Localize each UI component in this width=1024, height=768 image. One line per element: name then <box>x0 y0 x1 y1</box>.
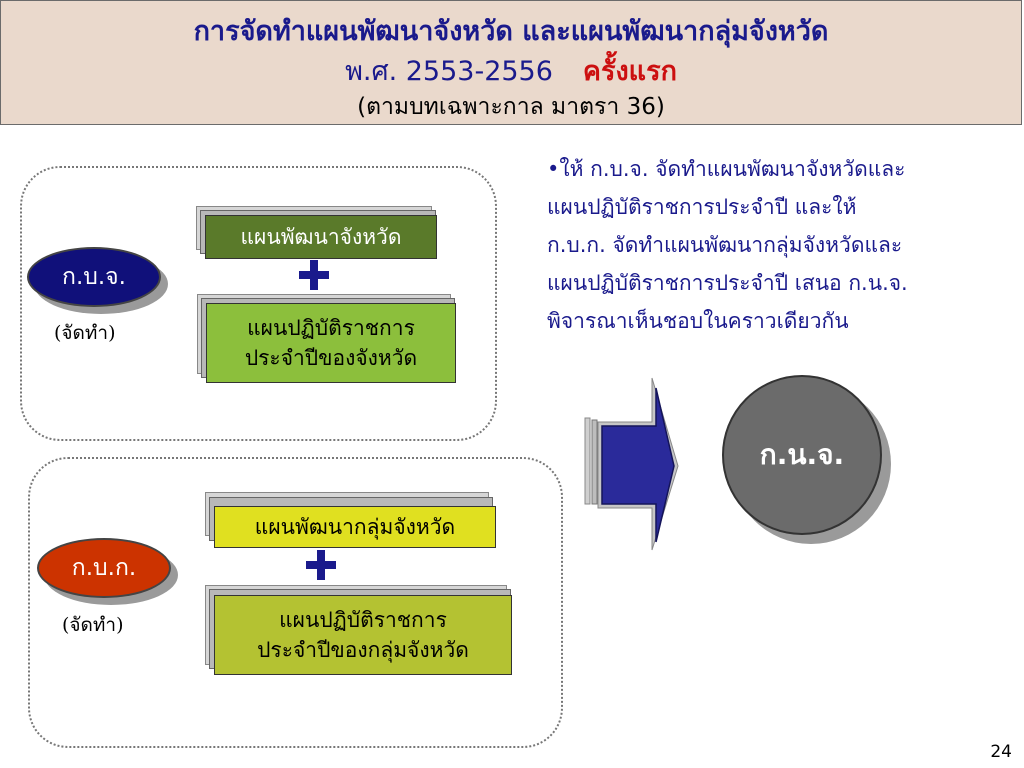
slide-header: การจัดทำแผนพัฒนาจังหวัด และแผนพัฒนากลุ่ม… <box>0 0 1022 125</box>
province-plan-group <box>20 166 497 441</box>
legal-reference: (ตามบทเฉพาะกาล มาตรา 36) <box>357 94 665 120</box>
bullet-line: •ให้ ก.บ.จ. จัดทำแผนพัฒนาจังหวัดและ <box>547 157 906 181</box>
province-role-label: (จัดทำ) <box>54 322 116 344</box>
province-plan1-box: แผนพัฒนาจังหวัด <box>205 215 437 259</box>
cluster-plan1-box: แผนพัฒนากลุ่มจังหวัด <box>214 506 496 548</box>
page-number: 24 <box>990 742 1012 762</box>
year-range: พ.ศ. 2553-2556 <box>345 56 553 87</box>
cluster-role-label: (จัดทำ) <box>62 614 124 636</box>
plus-icon <box>299 260 329 290</box>
submit-arrow <box>584 377 679 551</box>
cluster-plan-group <box>28 457 563 748</box>
first-time-highlight: ครั้งแรก <box>582 56 677 87</box>
bullet-line: ก.บ.ก. จัดทำแผนพัฒนากลุ่มจังหวัดและ <box>547 233 903 257</box>
cluster-agency-oval: ก.บ.ก. <box>37 538 171 598</box>
cluster-plan2-box: แผนปฏิบัติราชการ ประจำปีของกลุ่มจังหวัด <box>214 595 512 675</box>
slide-title: การจัดทำแผนพัฒนาจังหวัด และแผนพัฒนากลุ่ม… <box>193 16 829 47</box>
cluster-plan2-line1: แผนปฏิบัติราชการ <box>279 608 447 632</box>
bullet-line: แผนปฏิบัติราชการประจำปี เสนอ ก.น.จ. <box>547 271 908 295</box>
province-plan2-box: แผนปฏิบัติราชการ ประจำปีของจังหวัด <box>206 303 456 383</box>
bullet-line: แผนปฏิบัติราชการประจำปี และให้ <box>547 195 857 219</box>
description-bullet: •ให้ ก.บ.จ. จัดทำแผนพัฒนาจังหวัดและ แผนป… <box>547 150 1017 340</box>
province-agency-oval: ก.บ.จ. <box>27 247 161 307</box>
target-agency-circle: ก.น.จ. <box>722 375 882 535</box>
cluster-plan2-line2: ประจำปีของกลุ่มจังหวัด <box>257 638 469 662</box>
province-plan2-line1: แผนปฏิบัติราชการ <box>247 316 415 340</box>
plus-icon <box>306 550 336 580</box>
province-plan2-line2: ประจำปีของจังหวัด <box>244 346 418 370</box>
bullet-line: พิจารณาเห็นชอบในคราวเดียวกัน <box>547 309 849 333</box>
slide-subtitle: พ.ศ. 2553-2556 ครั้งแรก <box>1 49 1021 92</box>
